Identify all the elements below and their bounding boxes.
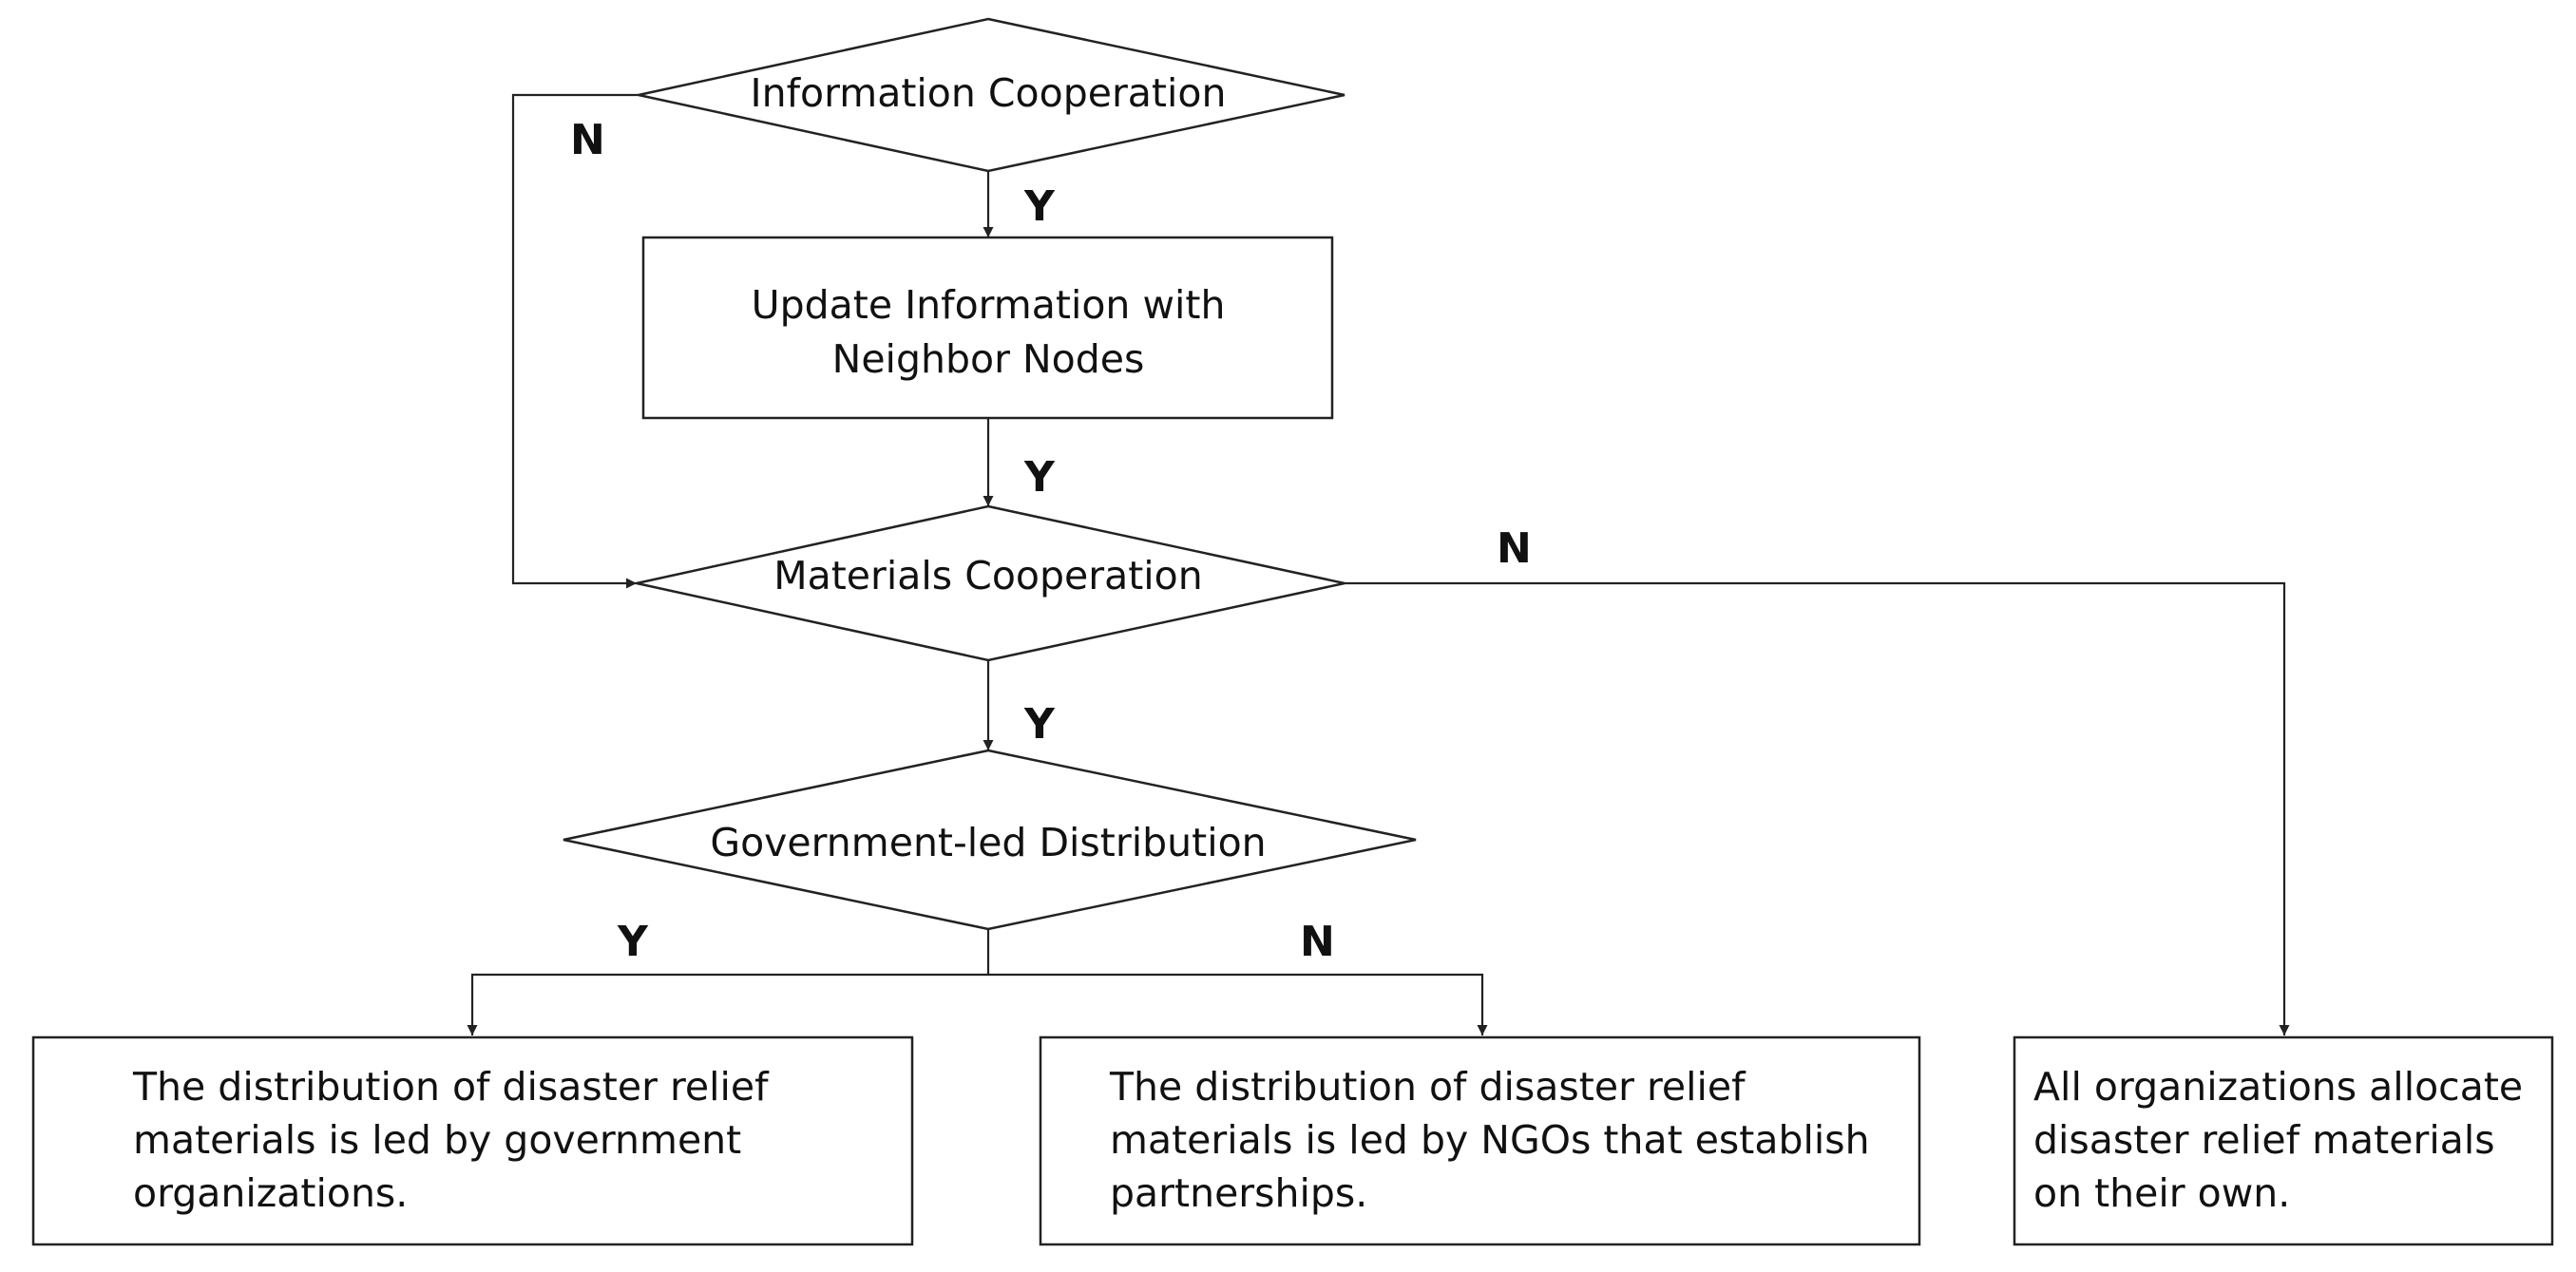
update-information-label-line-2: Neighbor Nodes <box>832 336 1145 382</box>
edge-label-info-yes: Y <box>1023 182 1056 231</box>
edge-materials-to-all <box>1345 581 2290 1035</box>
result-ngo-line-2: materials is led by NGOs that establish <box>1110 1117 1870 1163</box>
information-cooperation-label: Information Cooperation <box>751 70 1227 116</box>
edge-label-materials-no: N <box>1497 524 1532 573</box>
edge-label-info-no: N <box>570 116 605 164</box>
result-ngo-line-1: The distribution of disaster relief <box>1109 1064 1746 1110</box>
edge-label-gov-yes: Y <box>617 918 649 966</box>
result-government-line-2: materials is led by government <box>133 1117 741 1163</box>
edge-gov-to-result-gov <box>467 973 988 1035</box>
edge-label-update-yes: Y <box>1023 453 1056 502</box>
government-led-distribution-label: Government-led Distribution <box>710 820 1266 865</box>
edge-info-to-materials <box>511 93 639 589</box>
result-all-line-3: on their own. <box>2033 1170 2290 1216</box>
edge-label-gov-no: N <box>1300 918 1335 966</box>
materials-cooperation-decision: Materials Cooperation <box>636 504 1345 662</box>
government-led-distribution-decision: Government-led Distribution <box>563 749 1417 931</box>
edge-gov-to-result-ngo <box>988 973 1488 1035</box>
information-cooperation-decision: Information Cooperation <box>638 17 1345 173</box>
result-ngo-line-3: partnerships. <box>1110 1170 1367 1216</box>
update-information-process: Update Information with Neighbor Nodes <box>641 236 1334 420</box>
result-ngo-led-box: The distribution of disaster relief mate… <box>1039 1035 1921 1246</box>
result-government-line-1: The distribution of disaster relief <box>132 1064 770 1110</box>
update-information-label-line-1: Update Information with <box>752 282 1226 328</box>
materials-cooperation-label: Materials Cooperation <box>773 553 1203 598</box>
result-government-led-box: The distribution of disaster relief mate… <box>31 1035 914 1246</box>
edge-label-materials-yes: Y <box>1023 700 1056 749</box>
result-all-organizations-box: All organizations allocate disaster reli… <box>2013 1035 2554 1246</box>
result-all-line-1: All organizations allocate <box>2033 1064 2523 1110</box>
result-government-line-3: organizations. <box>133 1170 408 1216</box>
result-all-line-2: disaster relief materials <box>2033 1117 2495 1163</box>
